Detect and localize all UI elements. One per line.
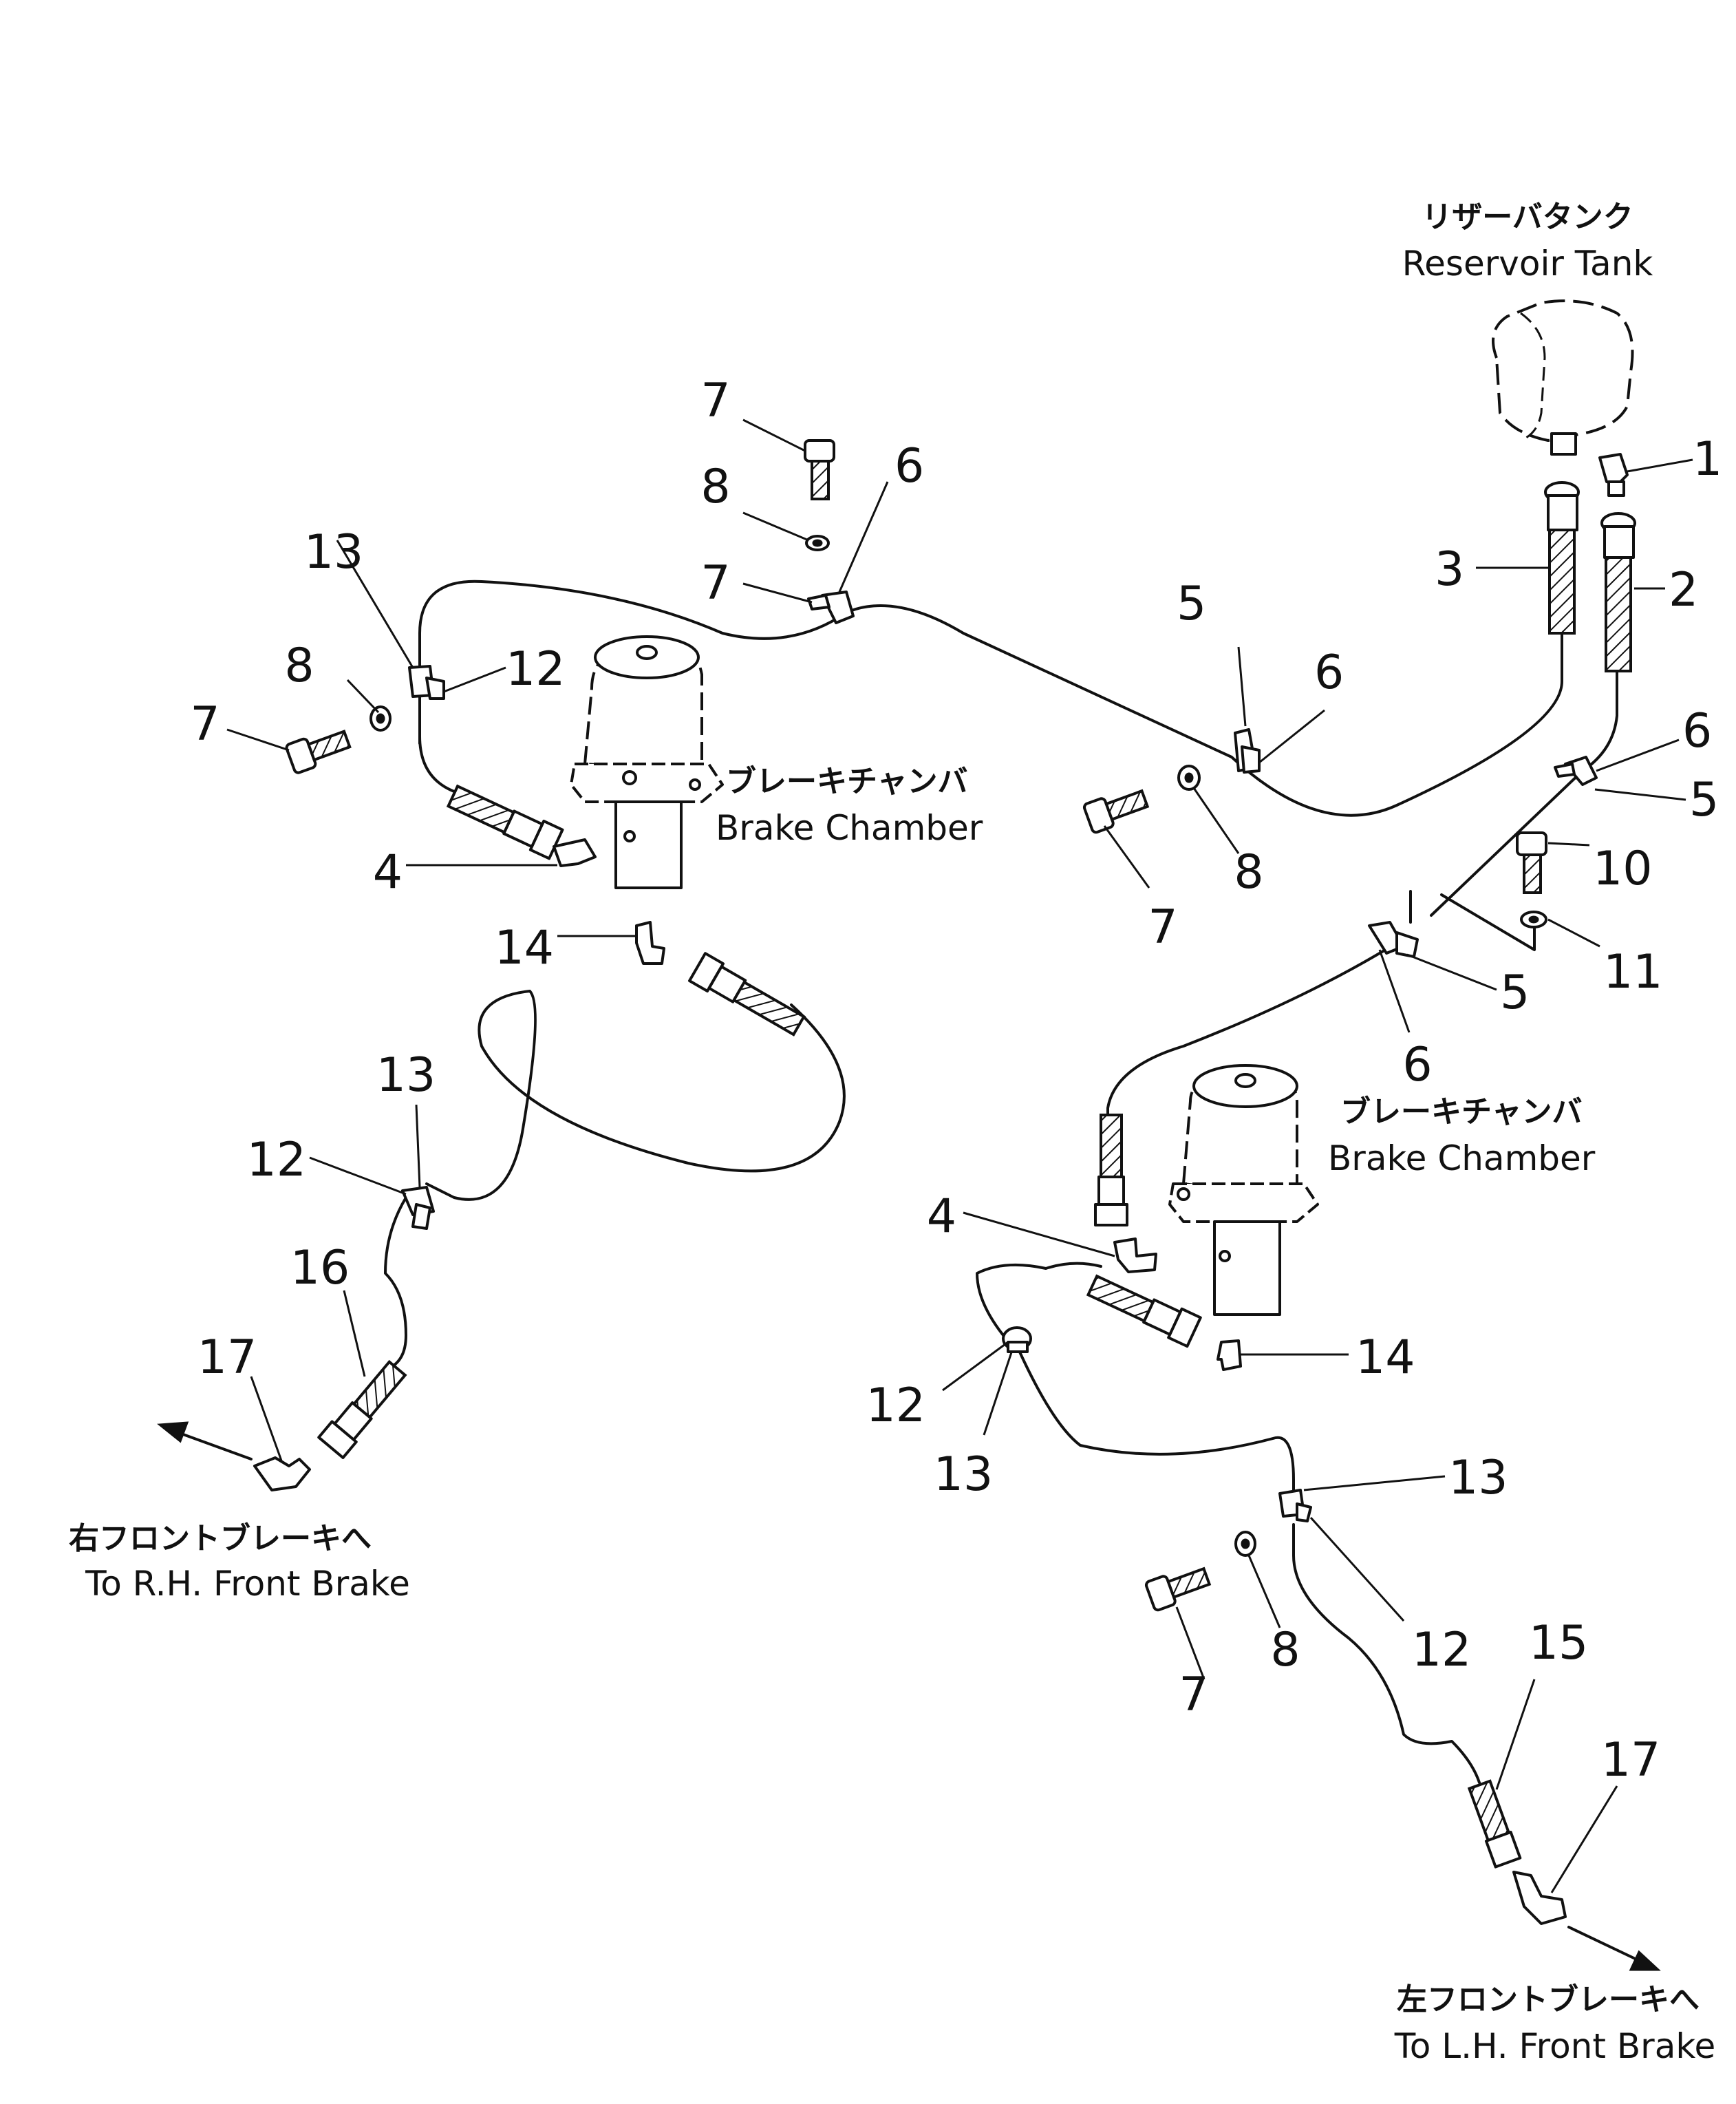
text-labels: リザーバタンク Reservoir Tank ブレーキチャンバ Brake Ch… <box>69 200 1715 2066</box>
callout-6: 6 <box>1402 1038 1432 1092</box>
bracket <box>1409 890 1536 951</box>
callout-13: 13 <box>304 525 364 580</box>
bolt-7-top <box>804 439 835 500</box>
callout-13: 13 <box>934 1447 994 1502</box>
callout-numbers: 1 2 3 4 4 5 5 5 6 6 6 6 7 7 7 7 7 8 8 8 … <box>190 374 1722 1787</box>
hose-16 <box>317 1359 407 1459</box>
tube-3 <box>1544 481 1580 635</box>
arrow-to-lh-brake <box>1567 1926 1661 1971</box>
hose-15 <box>1467 1779 1522 1869</box>
clamp-1213-lh-b <box>1278 1489 1312 1522</box>
callout-12: 12 <box>506 642 566 697</box>
clamp-6-top <box>807 591 855 624</box>
upper-brake-chamber <box>570 635 724 889</box>
brake-chamber-label: Brake Chamber <box>716 808 983 848</box>
tube-2 <box>1600 512 1636 672</box>
reservoir-tank <box>1492 299 1634 497</box>
callout-11: 11 <box>1603 945 1663 999</box>
callout-10: 10 <box>1593 842 1653 896</box>
elbow-14-lower <box>1217 1339 1242 1371</box>
brake-chamber-label-jp: ブレーキチャンバ <box>726 764 968 799</box>
callout-6: 6 <box>1682 704 1712 758</box>
callout-12: 12 <box>246 1133 306 1187</box>
callout-5: 5 <box>1500 966 1530 1020</box>
bolt-10 <box>1516 831 1547 894</box>
callout-15: 15 <box>1529 1616 1589 1670</box>
callout-8: 8 <box>700 460 730 514</box>
callout-14: 14 <box>494 921 554 975</box>
callout-5: 5 <box>1177 577 1206 631</box>
callout-8: 8 <box>1270 1623 1300 1677</box>
callout-7: 7 <box>1148 900 1177 955</box>
lower-brake-chamber <box>1168 1064 1319 1316</box>
hose-upper-chamber <box>446 784 564 860</box>
callout-8: 8 <box>284 639 314 693</box>
elbow-4-upper <box>553 838 597 867</box>
callout-2: 2 <box>1669 563 1698 617</box>
callout-17: 17 <box>1601 1733 1661 1787</box>
brake-chamber-label-jp: ブレーキチャンバ <box>1340 1094 1583 1129</box>
lh-front-line <box>1017 1348 1295 1509</box>
washers <box>369 535 1547 1557</box>
reservoir-tank-label-jp: リザーバタンク <box>1422 200 1633 235</box>
elbow-14-upper <box>635 921 665 965</box>
clamp-1213-lh-a <box>1002 1326 1032 1353</box>
leader-lines <box>226 418 1693 1893</box>
callout-13: 13 <box>1448 1451 1508 1505</box>
lower-right-line <box>1106 942 1398 1144</box>
callout-1: 1 <box>1693 432 1722 487</box>
callout-4: 4 <box>927 1189 956 1244</box>
clamp-56-right <box>1554 756 1598 786</box>
hose-lower-left <box>1094 1114 1128 1226</box>
callout-14: 14 <box>1355 1330 1415 1385</box>
callout-5: 5 <box>1689 773 1719 827</box>
clamp-56-center <box>1234 728 1261 774</box>
callout-12: 12 <box>1412 1623 1472 1677</box>
rh-front-line <box>384 1196 407 1371</box>
clamp-1213-rh <box>401 1186 435 1230</box>
reservoir-tank-label: Reservoir Tank <box>1402 244 1653 284</box>
left-chamber-line <box>418 687 456 793</box>
lh-front-line-2 <box>1292 1523 1481 1784</box>
rh-hose-loop <box>425 990 846 1201</box>
callout-7: 7 <box>190 697 219 752</box>
callout-13: 13 <box>376 1048 436 1103</box>
lh-front-brake-label: To L.H. Front Brake <box>1394 2026 1716 2066</box>
bolt-7-center <box>1082 789 1150 834</box>
callout-3: 3 <box>1435 542 1464 597</box>
arrow-to-rh-brake <box>157 1421 253 1460</box>
callout-16: 16 <box>290 1241 350 1295</box>
callout-6: 6 <box>894 439 924 493</box>
lh-front-brake-label-jp: 左フロントブレーキへ <box>1397 1982 1700 2017</box>
clamp-56-lower <box>1368 921 1419 958</box>
bolt-7-left <box>285 730 352 774</box>
callout-6: 6 <box>1314 646 1344 700</box>
rh-front-brake-label-jp: 右フロントブレーキへ <box>69 1521 372 1556</box>
elbow-17-right <box>253 1456 311 1491</box>
rh-front-brake-label: To R.H. Front Brake <box>85 1564 410 1604</box>
hose-lower-chamber <box>1086 1274 1202 1348</box>
callout-8: 8 <box>1234 845 1263 900</box>
brake-lines <box>384 580 1618 1784</box>
callout-17: 17 <box>197 1330 257 1385</box>
callout-7: 7 <box>700 556 730 610</box>
brake-chamber-label: Brake Chamber <box>1328 1138 1596 1178</box>
lh-hose-loop <box>976 1262 1102 1350</box>
bolt-7-lower <box>1144 1566 1212 1612</box>
callout-4: 4 <box>373 845 403 900</box>
hose-center <box>688 952 806 1037</box>
callout-12: 12 <box>866 1379 925 1433</box>
callout-7: 7 <box>700 374 730 428</box>
elbow-4-lower <box>1113 1237 1157 1273</box>
elbow-17-left <box>1512 1871 1567 1925</box>
clamp-13-upper <box>408 665 445 700</box>
callout-7: 7 <box>1179 1668 1208 1722</box>
